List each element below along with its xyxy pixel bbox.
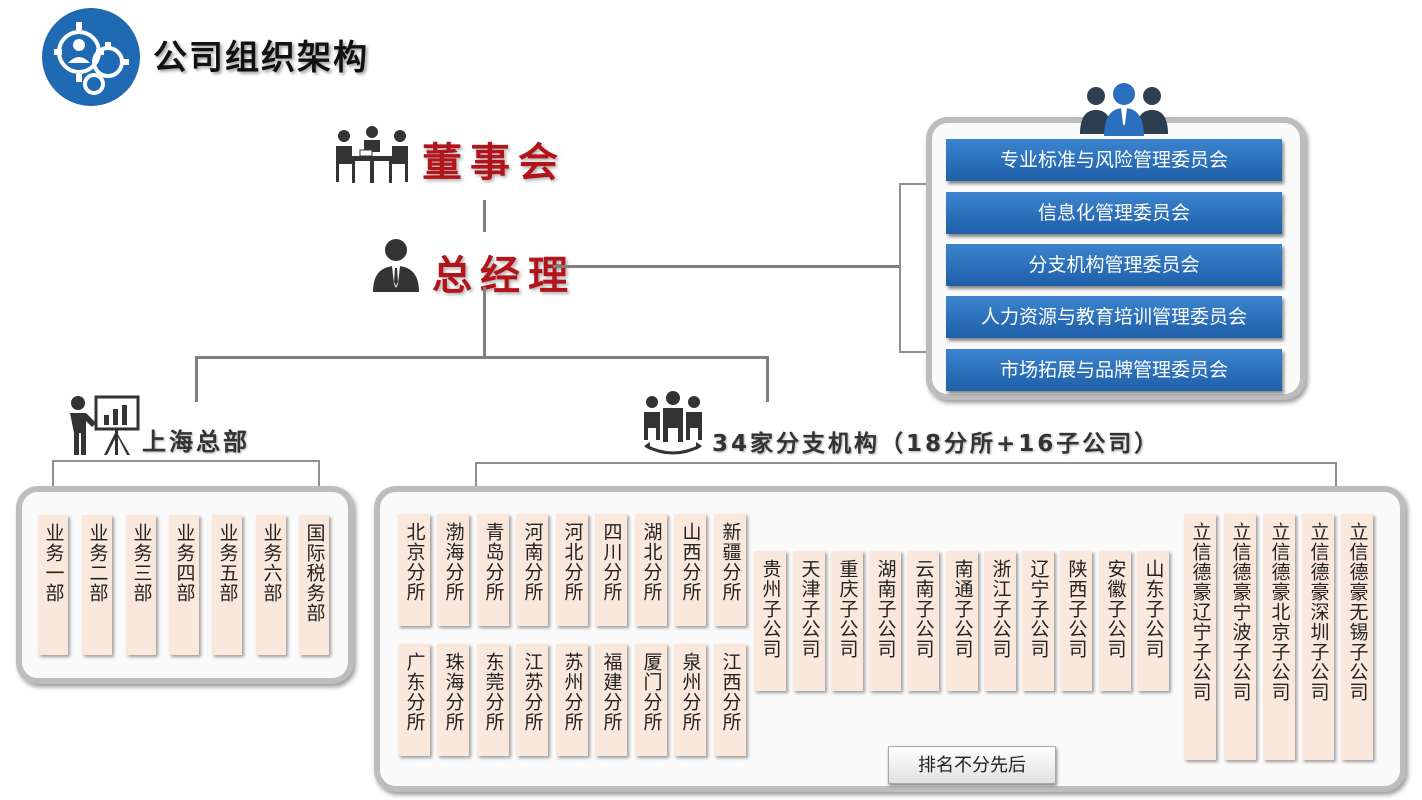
branches-label: 34家分支机构（18分所+16子公司） xyxy=(712,431,1161,457)
department-card: 业务五部 xyxy=(212,515,242,655)
committee-item: 信息化管理委员会 xyxy=(946,192,1282,234)
branch-office-card: 珠海分所 xyxy=(437,644,469,756)
branch-office-card: 青岛分所 xyxy=(477,514,509,626)
subsidiary-card-long: 立信德豪深圳子公司 xyxy=(1302,514,1334,760)
hq-label: 上海总部 xyxy=(142,428,250,456)
branch-office-card: 渤海分所 xyxy=(437,514,469,626)
subsidiary-card: 云南子公司 xyxy=(907,551,939,691)
subsidiary-card: 安徽子公司 xyxy=(1099,551,1131,691)
branch-office-card: 河南分所 xyxy=(516,514,548,626)
committee-item: 分支机构管理委员会 xyxy=(946,244,1282,286)
subsidiary-card: 陕西子公司 xyxy=(1060,551,1092,691)
subsidiary-card: 贵州子公司 xyxy=(754,551,786,691)
meeting-table-icon xyxy=(332,124,412,186)
branch-office-card: 新疆分所 xyxy=(714,514,746,626)
page-title: 公司组织架构 xyxy=(153,38,369,78)
ranking-note: 排名不分先后 xyxy=(888,746,1056,784)
subsidiary-card: 浙江子公司 xyxy=(984,551,1016,691)
department-card: 业务四部 xyxy=(169,515,199,655)
branch-office-card: 北京分所 xyxy=(398,514,430,626)
branch-office-card: 泉州分所 xyxy=(674,644,706,756)
subsidiary-card: 重庆子公司 xyxy=(831,551,863,691)
branch-office-card: 福建分所 xyxy=(595,644,627,756)
department-card: 业务一部 xyxy=(38,515,68,655)
subsidiary-card-long: 立信德豪无锡子公司 xyxy=(1341,514,1373,760)
subsidiary-card: 山东子公司 xyxy=(1137,551,1169,691)
committee-item: 人力资源与教育培训管理委员会 xyxy=(946,296,1282,338)
branch-office-card: 河北分所 xyxy=(556,514,588,626)
presenter-chart-icon xyxy=(66,393,142,457)
subsidiary-card-long: 立信德豪宁波子公司 xyxy=(1224,514,1256,760)
branch-office-card: 厦门分所 xyxy=(635,644,667,756)
branch-office-card: 东莞分所 xyxy=(477,644,509,756)
branch-office-card: 江西分所 xyxy=(714,644,746,756)
branch-office-card: 四川分所 xyxy=(595,514,627,626)
subsidiary-card: 南通子公司 xyxy=(946,551,978,691)
subsidiary-card: 湖南子公司 xyxy=(869,551,901,691)
department-card: 业务三部 xyxy=(126,515,156,655)
subsidiary-card-long: 立信德豪北京子公司 xyxy=(1263,514,1295,760)
gears-person-icon xyxy=(42,8,140,106)
subsidiary-card: 辽宁子公司 xyxy=(1022,551,1054,691)
branch-office-card: 广东分所 xyxy=(398,644,430,756)
department-card: 业务二部 xyxy=(82,515,112,655)
gm-label: 总经理 xyxy=(432,252,576,299)
board-label: 董事会 xyxy=(422,139,566,186)
team-icon xyxy=(1076,80,1172,136)
department-card: 业务六部 xyxy=(256,515,286,655)
branch-office-card: 湖北分所 xyxy=(635,514,667,626)
department-card: 国际税务部 xyxy=(299,515,329,655)
subsidiary-card: 天津子公司 xyxy=(793,551,825,691)
subsidiary-card-long: 立信德豪辽宁子公司 xyxy=(1184,514,1216,760)
group-cycle-icon xyxy=(640,390,706,458)
branch-office-card: 苏州分所 xyxy=(556,644,588,756)
committee-item: 专业标准与风险管理委员会 xyxy=(946,139,1282,181)
manager-icon xyxy=(370,236,422,294)
branch-office-card: 江苏分所 xyxy=(516,644,548,756)
committee-item: 市场拓展与品牌管理委员会 xyxy=(946,349,1282,391)
branch-office-card: 山西分所 xyxy=(674,514,706,626)
